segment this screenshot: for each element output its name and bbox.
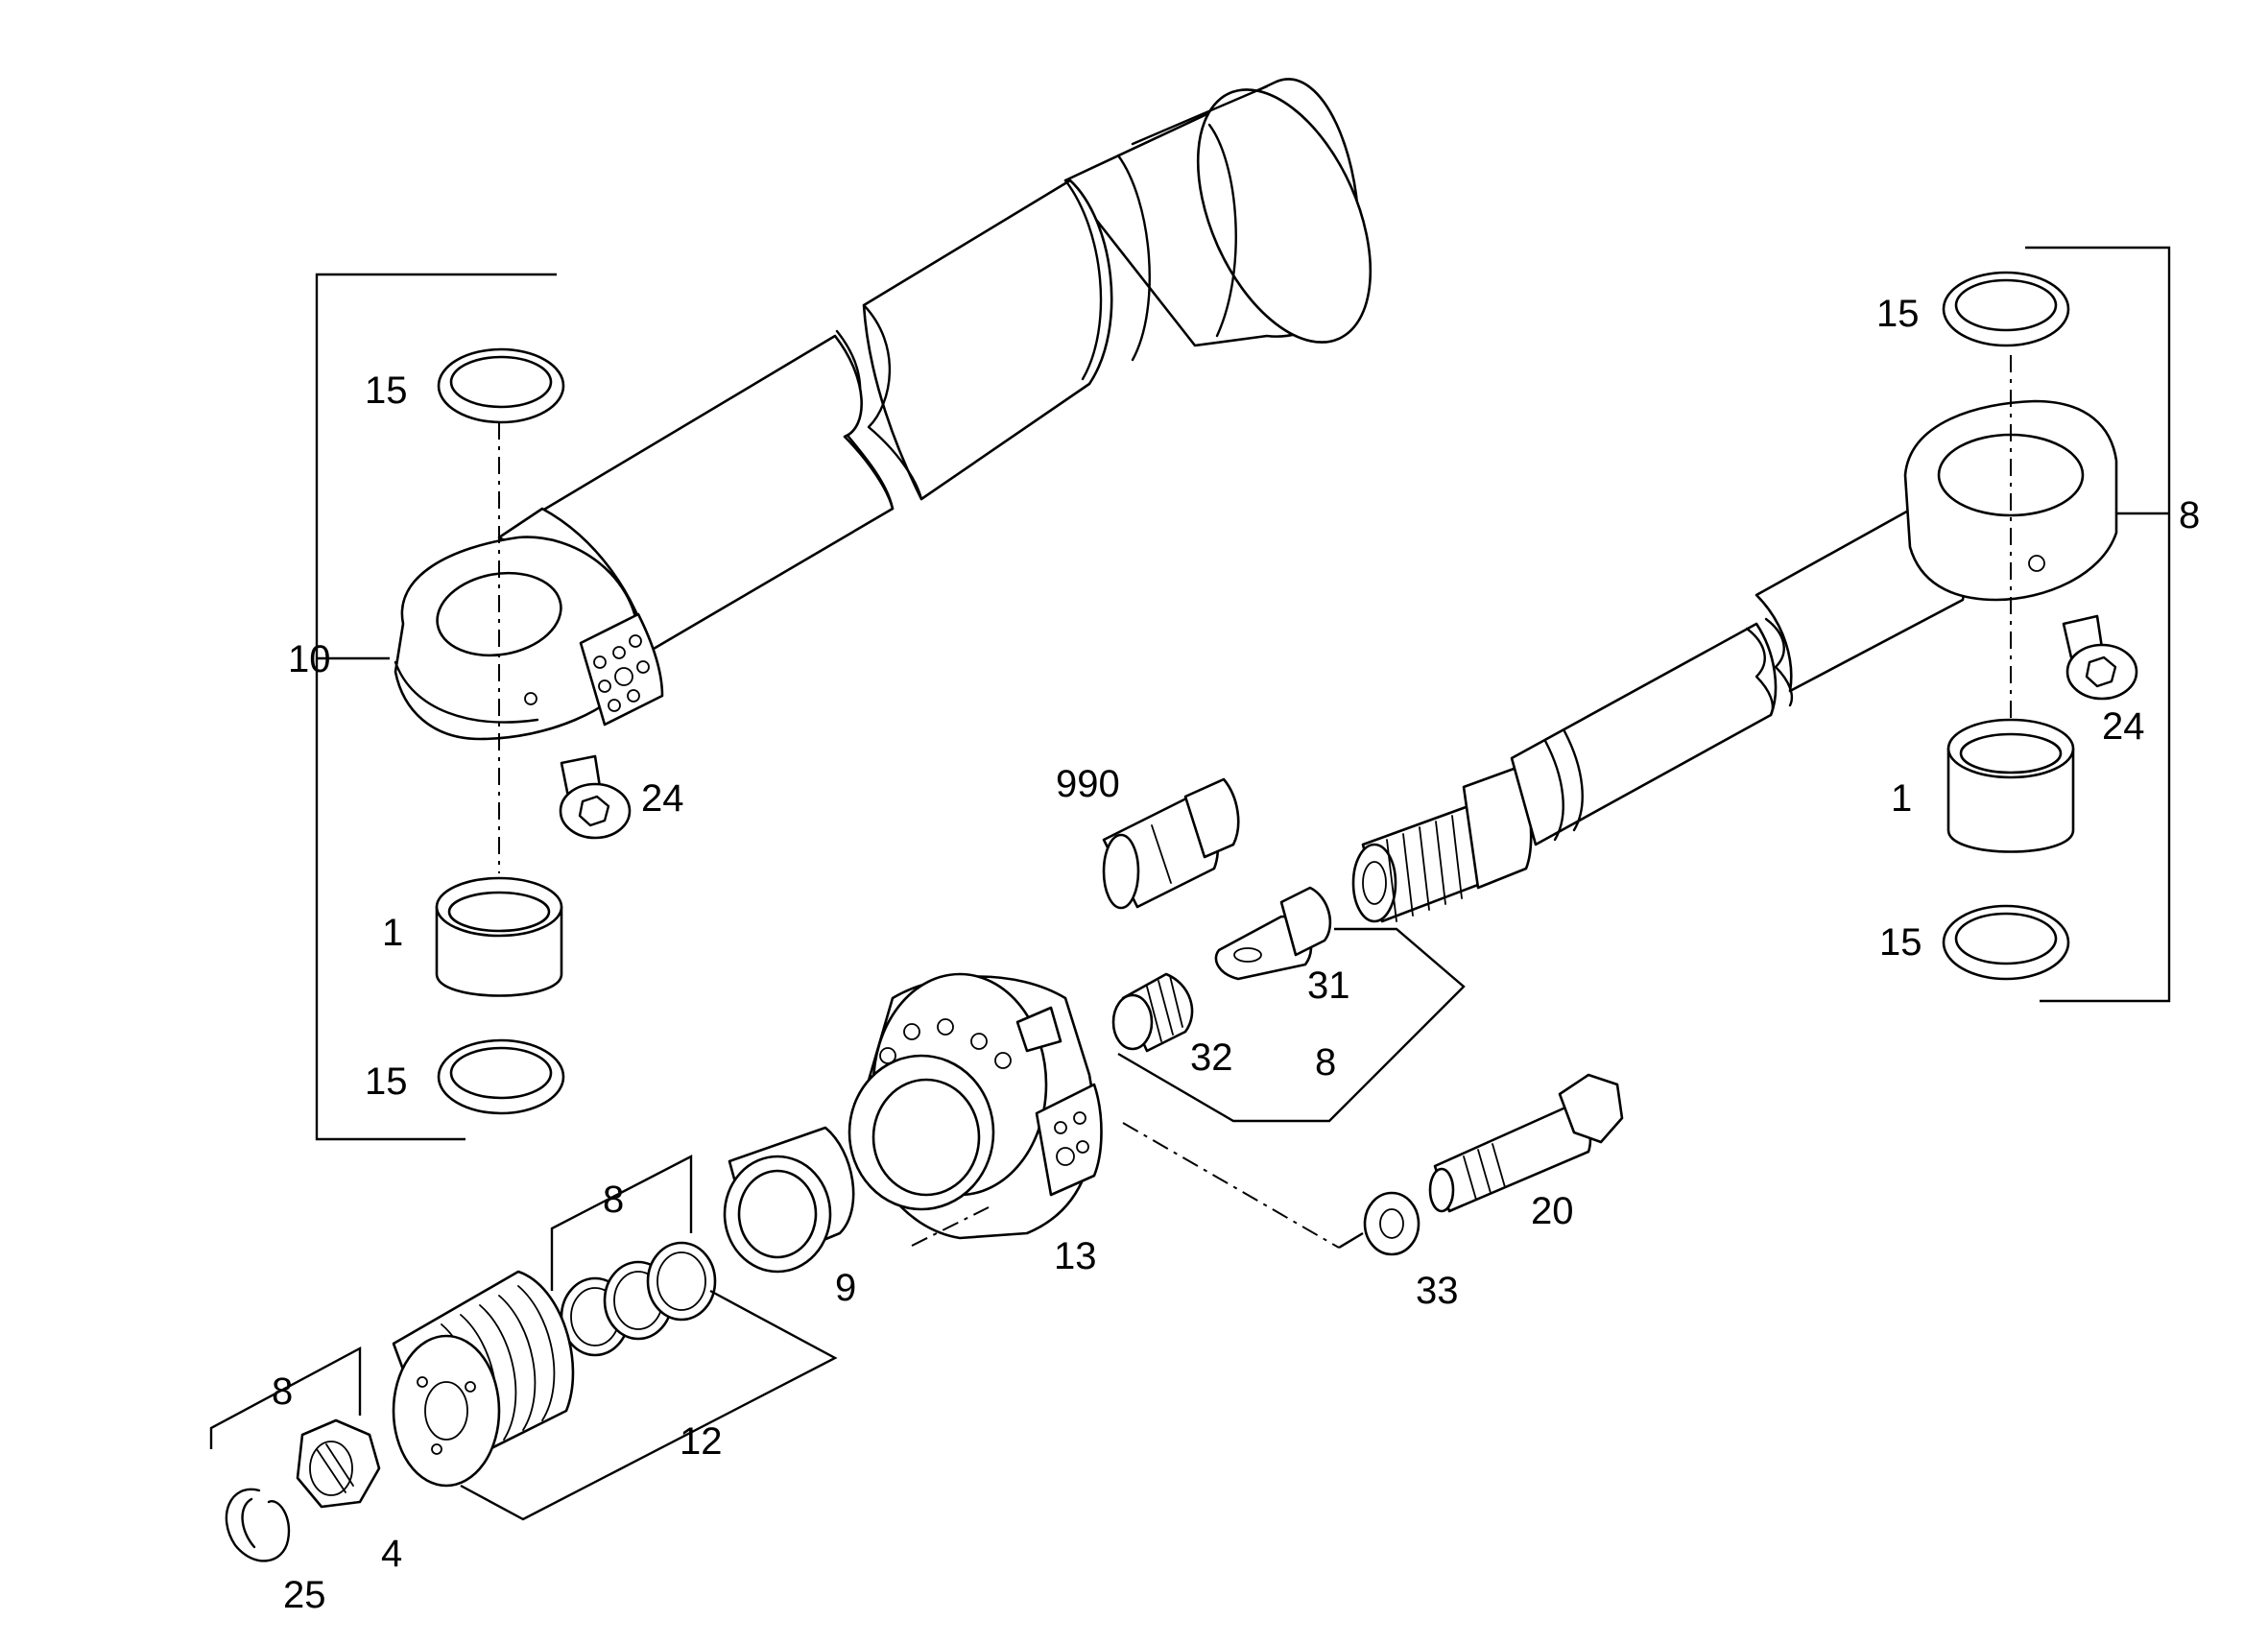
label-rod-bushing: 1: [1891, 777, 1912, 820]
label-circlip: 25: [283, 1574, 326, 1616]
label-cyl-seal-top: 15: [365, 369, 408, 412]
label-nut-kit: 8: [272, 1370, 293, 1413]
label-piston-kit: 12: [680, 1420, 723, 1463]
label-rod-seal-top: 15: [1876, 293, 1920, 335]
bracket-piston-kit: [460, 1289, 838, 1521]
washer-33: [1363, 1191, 1420, 1256]
label-cyl-seal-bottom: 15: [365, 1060, 408, 1103]
head-centerline: [911, 1206, 990, 1247]
label-valve: 990: [1056, 763, 1120, 805]
cylinder-head-13: [848, 972, 1103, 1240]
label-washer: 33: [1416, 1270, 1459, 1312]
cylinder-barrel: [394, 78, 1373, 741]
bracket-nut-kit: [209, 1346, 362, 1449]
label-rod-seal-bottom: 15: [1879, 921, 1922, 964]
cyl-seal-bottom: [437, 1038, 565, 1115]
guide-bushing-9: [723, 1126, 855, 1274]
label-cyl-assembly: 10: [288, 638, 331, 680]
label-valve-plug: 32: [1190, 1036, 1233, 1079]
head-bolt-centerline: [1122, 1122, 1340, 1249]
rod-seal-top: [1942, 271, 2070, 347]
label-rod-nipple: 24: [2102, 705, 2145, 748]
label-cylinder-head: 13: [1054, 1235, 1097, 1277]
label-cyl-nipple: 24: [641, 777, 684, 820]
label-bolt: 20: [1531, 1190, 1574, 1232]
label-rod-assembly: 8: [2179, 494, 2200, 536]
bracket-valve-kit: [1117, 927, 1466, 1123]
valve-insert-31: [1214, 886, 1332, 981]
cyl-grease-nipple: [559, 754, 632, 840]
label-valve-group-kit: 8: [1315, 1041, 1336, 1084]
bracket-rings-kit: [550, 1155, 693, 1291]
cyl-bushing: [435, 876, 563, 997]
label-nut: 4: [381, 1533, 402, 1575]
piston-rings: [560, 1241, 717, 1357]
rod-seal-bottom: [1942, 904, 2070, 981]
rod-grease-nipple: [2062, 614, 2138, 701]
piston-12: [392, 1270, 575, 1488]
valve-plug-32: [1111, 972, 1194, 1053]
label-valve-insert: 31: [1307, 965, 1350, 1007]
label-guide-bushing: 9: [835, 1267, 856, 1309]
bolt-20: [1428, 1073, 1624, 1213]
valve-990: [1102, 777, 1240, 910]
bracket-washer: [1338, 1231, 1364, 1250]
cyl-seal-top: [437, 347, 565, 424]
rod-bushing: [1946, 718, 2075, 853]
bracket-rod-assembly: [2025, 246, 2171, 1003]
circlip-25: [225, 1488, 291, 1562]
label-cyl-bushing: 1: [382, 912, 403, 954]
bracket-cyl-assembly: [315, 273, 557, 1141]
nut-4: [296, 1418, 381, 1509]
label-rings-kit: 8: [603, 1179, 624, 1221]
